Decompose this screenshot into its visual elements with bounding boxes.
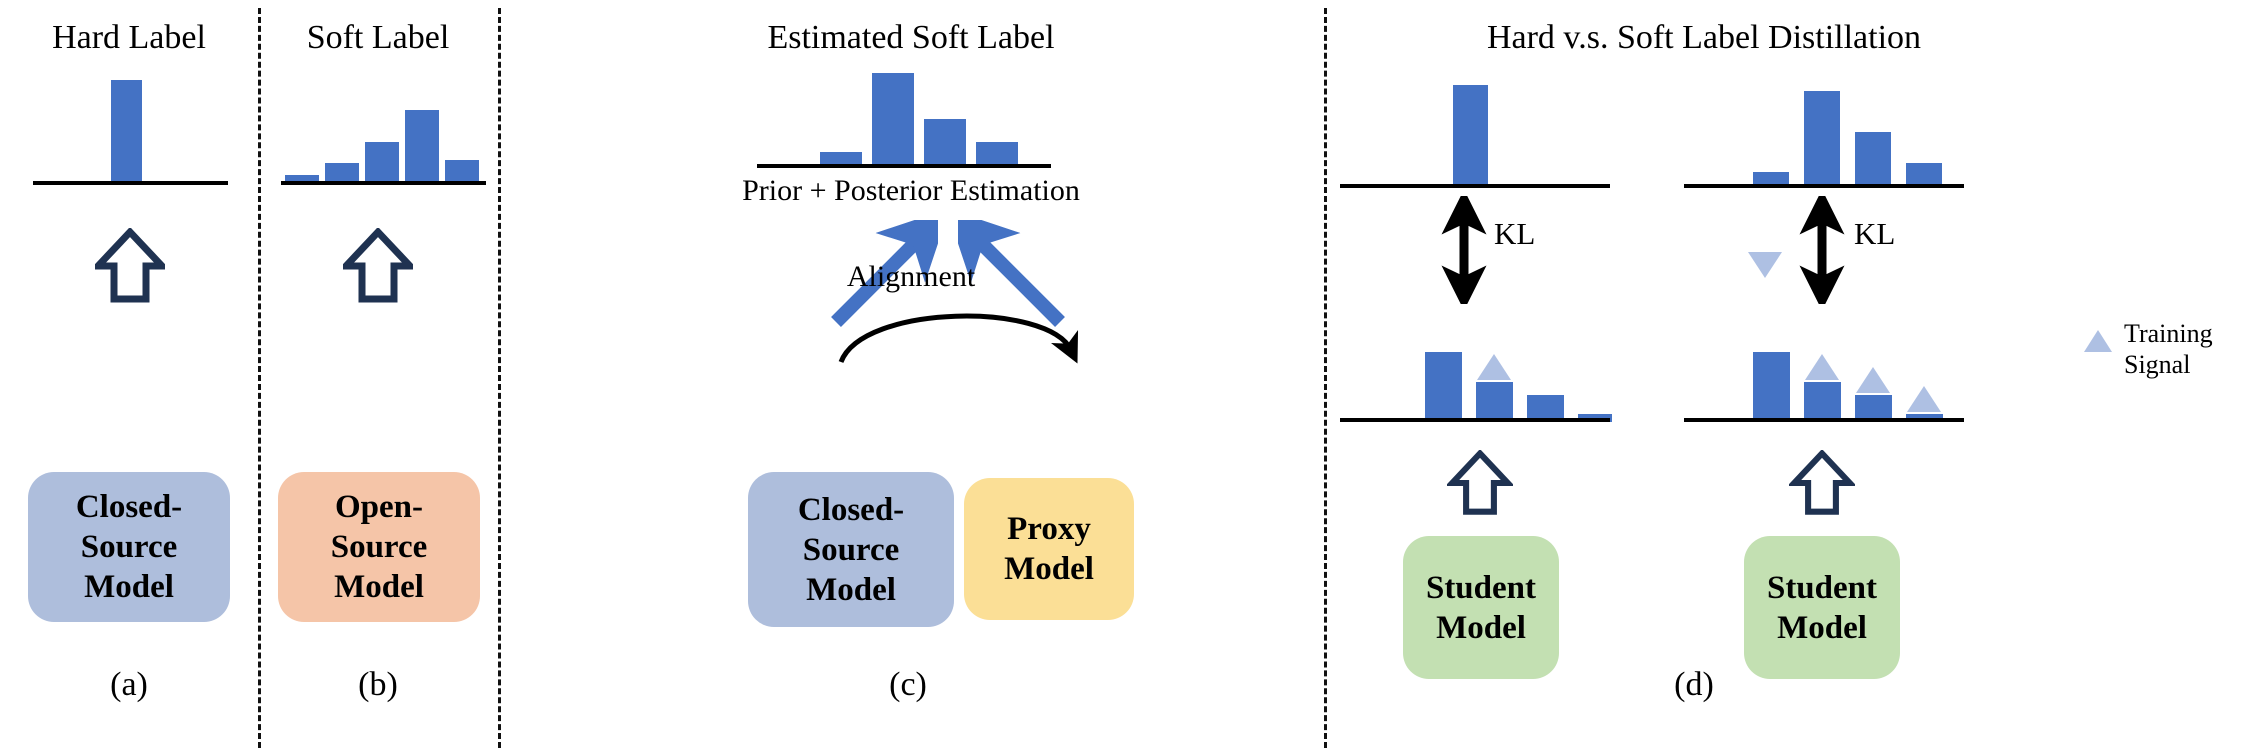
panel-d-caption: (d)	[1674, 666, 1714, 703]
subpanel-d-soft: KL Student Model	[1684, 0, 2024, 756]
legend-label-line1: Training	[2124, 319, 2213, 348]
bar	[872, 73, 914, 168]
panel-c-caption: (c)	[889, 666, 927, 703]
bar	[445, 160, 479, 185]
bar	[1804, 382, 1841, 422]
kl-double-arrow-left-icon	[1441, 196, 1487, 304]
box-label-line2: Model	[806, 571, 896, 608]
panel-d: Hard v.s. Soft Label Distillation KL	[1324, 0, 2264, 756]
box-label-line1: Open-Source	[330, 489, 428, 565]
chart-c-estimated-soft-label	[757, 73, 1051, 168]
bar	[976, 142, 1018, 168]
bar	[1906, 163, 1942, 188]
subpanel-d-hard: KL Student Model	[1334, 0, 1664, 756]
chart-baseline	[757, 164, 1051, 168]
box-label-line1: Proxy	[1007, 511, 1091, 547]
legend-label: Training Signal	[2124, 318, 2213, 380]
closed-source-model-box-a[interactable]: Closed-Source Model	[28, 472, 230, 622]
box-label-line2: Model	[84, 569, 174, 605]
bar	[365, 142, 399, 185]
box-label-line2: Model	[1777, 609, 1867, 646]
training-signal-up-icon	[1907, 386, 1941, 412]
kl-label-right: KL	[1854, 216, 1896, 251]
bar	[924, 119, 966, 168]
chart-baseline	[1684, 418, 1964, 422]
training-signal-down-icon	[1748, 252, 1782, 278]
student-model-box-left[interactable]: Student Model	[1403, 536, 1559, 679]
blue-arrow-up-left-icon	[831, 220, 938, 327]
bar	[1476, 382, 1513, 422]
kl-double-arrow-right-icon	[1799, 196, 1845, 304]
panel-b: Soft Label Open-Source Model (b)	[258, 0, 498, 756]
panel-divider-2	[498, 8, 501, 748]
box-label-line2: Model	[334, 569, 424, 605]
bar	[1753, 352, 1790, 422]
open-source-model-box-b[interactable]: Open-Source Model	[278, 472, 480, 622]
hollow-up-arrow-icon	[95, 228, 165, 303]
chart-d-left-teacher-hard	[1340, 78, 1610, 188]
box-label-line1: Student	[1766, 569, 1878, 606]
bar	[325, 163, 359, 185]
chart-d-left-student	[1340, 342, 1612, 422]
chart-d-right-student	[1684, 342, 1964, 422]
student-model-box-right[interactable]: Student Model	[1744, 536, 1900, 679]
hollow-up-arrow-icon	[1789, 450, 1855, 515]
prior-posterior-estimation-label: Prior + Posterior Estimation	[742, 174, 1080, 207]
panel-a-caption: (a)	[110, 666, 148, 703]
legend-triangle-up-icon	[2084, 330, 2112, 352]
box-label-line1: Closed-Source	[75, 489, 183, 565]
panel-a: Hard Label Closed-Source Model (a)	[0, 0, 258, 756]
bar	[285, 175, 319, 185]
chart-baseline	[1340, 418, 1610, 422]
box-label-line1: Closed-Source	[797, 491, 905, 568]
box-label-line2: Model	[1436, 609, 1526, 646]
alignment-label: Alignment	[846, 260, 976, 293]
panel-c: Estimated Soft Label Prior + Posterior E…	[498, 0, 1324, 756]
kl-label-left: KL	[1494, 216, 1536, 251]
bar	[1855, 132, 1891, 188]
closed-source-model-box-c[interactable]: Closed-Source Model	[748, 472, 954, 627]
bar	[1425, 352, 1462, 422]
chart-baseline	[33, 181, 228, 185]
legend-label-line2: Signal	[2124, 350, 2191, 379]
chart-baseline	[281, 181, 486, 185]
blue-arrow-up-right-icon	[958, 220, 1065, 327]
alignment-curved-arrow-icon	[838, 313, 1078, 364]
bar	[1804, 91, 1840, 188]
chart-b-soft-label	[281, 100, 486, 185]
chart-d-right-teacher-soft	[1684, 88, 1964, 188]
box-label-line2: Model	[1004, 551, 1094, 587]
hollow-up-arrow-icon	[1447, 450, 1513, 515]
chart-baseline	[1684, 184, 1964, 188]
bar	[1855, 395, 1892, 422]
bar	[111, 80, 142, 185]
box-label-line1: Student	[1425, 569, 1537, 606]
panel-divider-3	[1324, 8, 1327, 748]
proxy-model-box-c[interactable]: Proxy Model	[964, 478, 1134, 620]
panel-c-title: Estimated Soft Label	[767, 19, 1055, 56]
bar	[1453, 85, 1488, 188]
hollow-up-arrow-icon	[343, 228, 413, 303]
training-signal-up-icon	[1805, 354, 1839, 380]
chart-a-hard-label	[33, 65, 228, 185]
training-signal-up-icon	[1856, 367, 1890, 393]
bar	[405, 110, 439, 185]
training-signal-up-icon	[1477, 354, 1511, 380]
panel-divider-1	[258, 8, 261, 748]
bar	[1527, 395, 1564, 422]
panel-b-title: Soft Label	[306, 19, 450, 56]
panel-d-title: Hard v.s. Soft Label Distillation	[1486, 19, 1922, 56]
chart-baseline	[1340, 184, 1610, 188]
panel-a-title: Hard Label	[52, 19, 206, 56]
panel-b-caption: (b)	[358, 666, 398, 703]
